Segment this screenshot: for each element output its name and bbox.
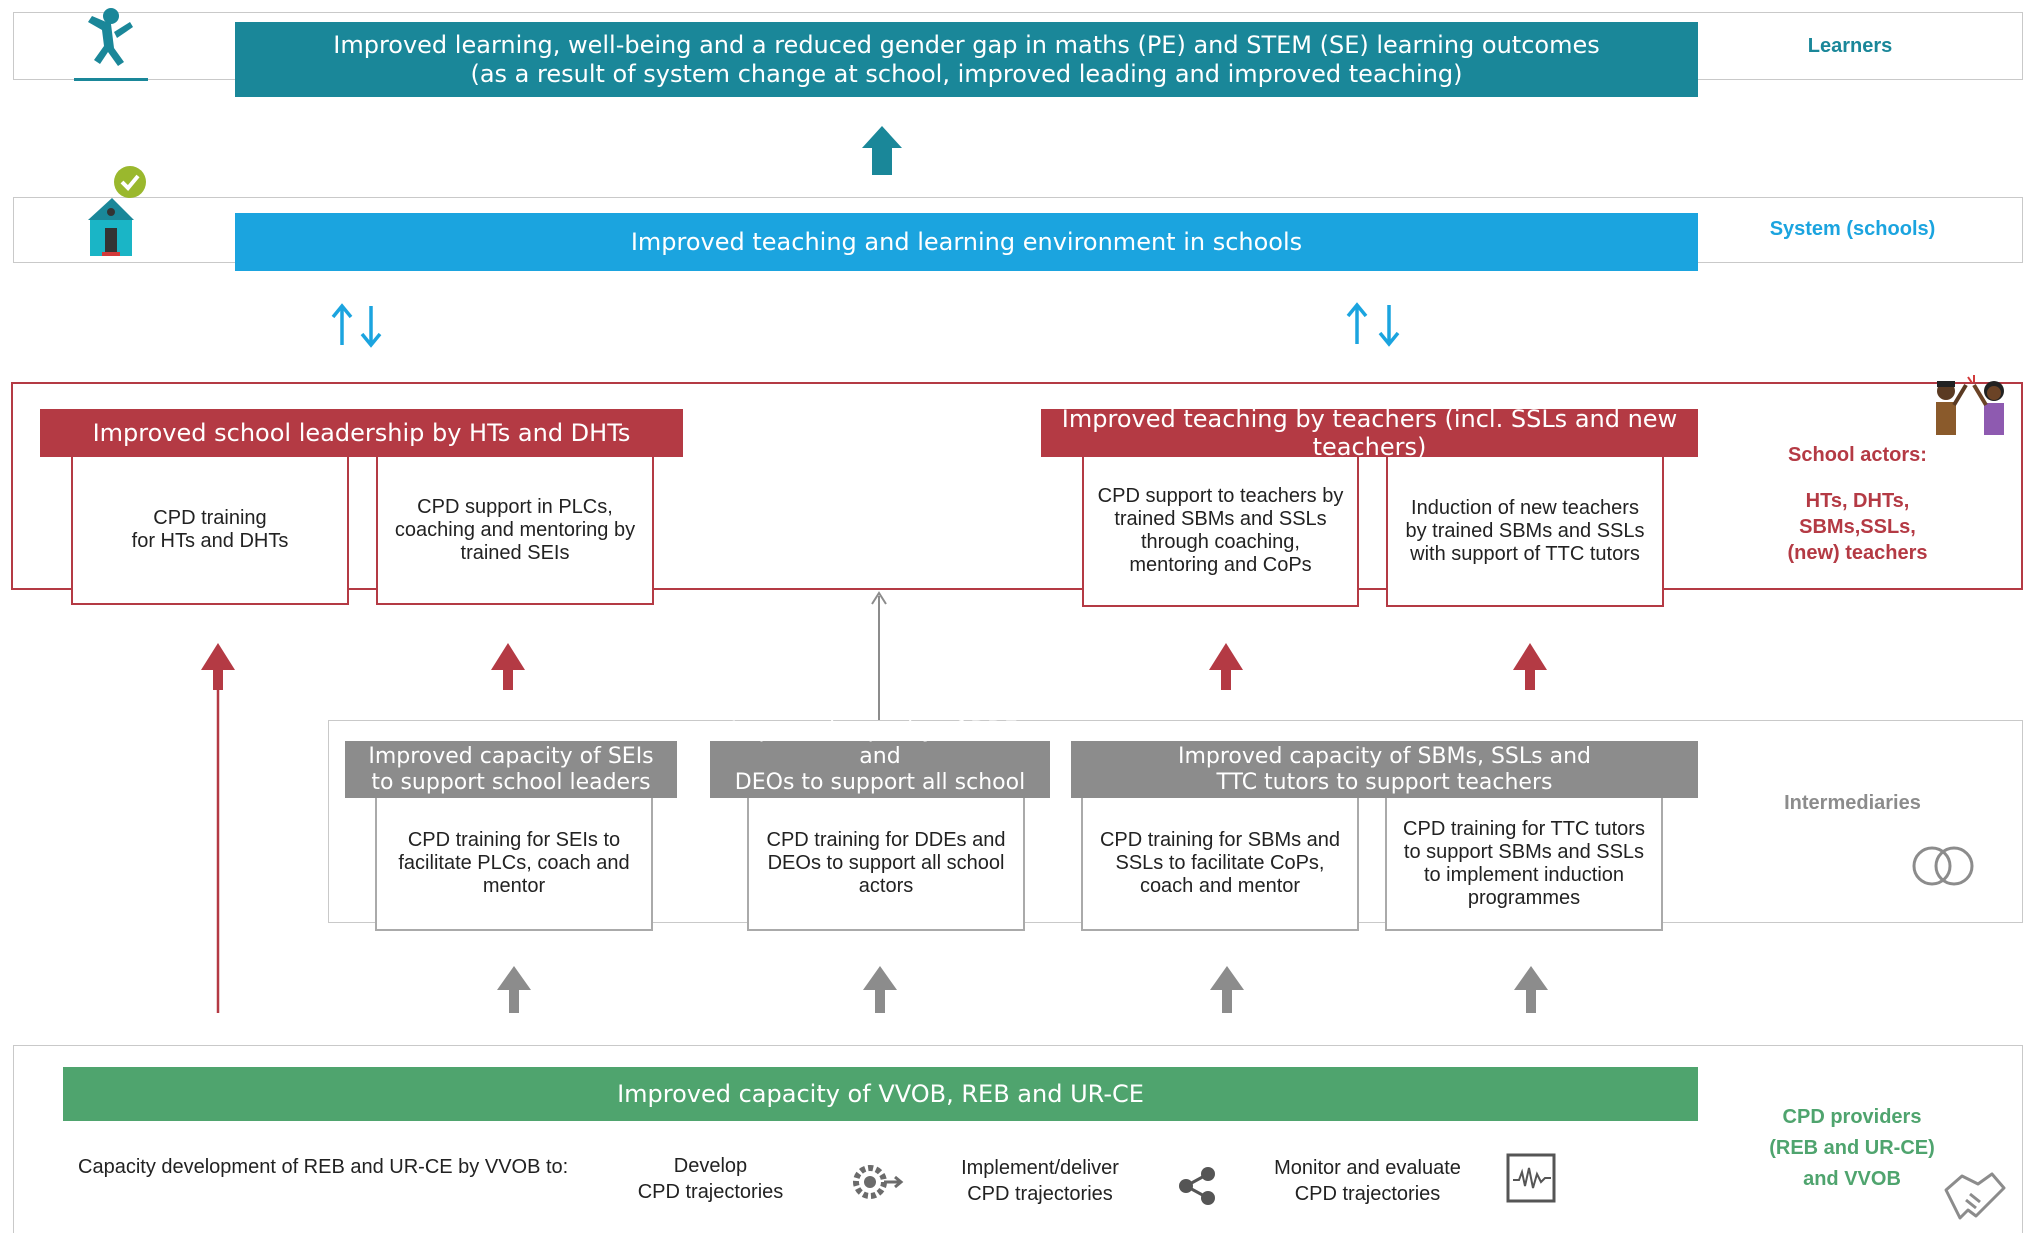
school-actors-heading: School actors: <box>1788 444 1927 466</box>
learners-side-label: Learners <box>1807 35 1893 57</box>
intermediaries-side-label: Intermediaries <box>1784 792 1921 814</box>
jumping-child-icon <box>72 4 150 84</box>
share-icon <box>1176 1164 1220 1208</box>
providers-side-line-3: and VVOB <box>1803 1168 1901 1190</box>
learners-title-box: Improved learning, well-being and a redu… <box>235 22 1698 97</box>
red-up-arrow-4 <box>1513 643 1547 690</box>
system-title-box: Improved teaching and learning environme… <box>235 213 1698 271</box>
school-actor-box-1: CPD training for HTs and DHTs <box>71 457 349 605</box>
intermediaries-box-3: CPD training for SBMs and SSLs to facili… <box>1081 798 1359 931</box>
school-actors-detail-1: HTs, DHTs, <box>1805 490 1910 512</box>
school-actors-detail-2: SBMs,SSLs, <box>1799 516 1916 538</box>
providers-side-label: CPD providers (REB and UR-CE) and VVOB <box>1752 1102 1952 1195</box>
school-actor-box-3-text: CPD support to teachers by trained SBMs … <box>1097 485 1344 576</box>
school-actor-box-3: CPD support to teachers by trained SBMs … <box>1082 457 1359 607</box>
school-actors-side-label: School actors: HTs, DHTs, SBMs,SSLs, (ne… <box>1760 442 1955 566</box>
teachers-high-five-icon <box>1928 375 2014 437</box>
school-actor-box-1-text: CPD training for HTs and DHTs <box>131 507 289 552</box>
overlapping-circles-icon <box>1908 844 1980 888</box>
gear-arrow-icon <box>848 1160 906 1204</box>
intermediaries-box-1-text: CPD training for SEIs to facilitate PLCs… <box>398 829 630 897</box>
system-side-label: System (schools) <box>1769 218 1936 240</box>
intermediaries-header-3: Improved capacity of SBMs, SSLs and TTC … <box>1071 741 1698 798</box>
red-up-arrow-2 <box>491 643 525 690</box>
handshake-icon <box>1940 1160 2010 1230</box>
school-actors-detail-3: (new) teachers <box>1787 542 1928 564</box>
intermediaries-box-2: CPD training for DDEs and DEOs to suppor… <box>747 798 1025 931</box>
gray-thin-arrow <box>871 591 887 741</box>
providers-step-1-label: Develop CPD trajectories <box>637 1155 784 1203</box>
gray-up-arrow-4 <box>1514 966 1548 1013</box>
intermediaries-box-2-text: CPD training for DDEs and DEOs to suppor… <box>766 829 1006 897</box>
providers-title-box: Improved capacity of VVOB, REB and UR-CE <box>63 1067 1698 1121</box>
school-actor-box-2-text: CPD support in PLCs, coaching and mentor… <box>394 495 636 564</box>
red-long-arrow <box>201 643 235 1013</box>
gray-up-arrow-3 <box>1210 966 1244 1013</box>
school-actor-box-4: Induction of new teachers by trained SBM… <box>1386 457 1664 607</box>
gray-up-arrow-1 <box>497 966 531 1013</box>
intermediaries-header-1: Improved capacity of SEIs to support sch… <box>345 741 677 798</box>
providers-side-line-2: (REB and UR-CE) <box>1769 1137 1935 1159</box>
monitor-graph-icon <box>1505 1152 1559 1206</box>
blue-updown-arrows-right <box>1346 302 1400 347</box>
school-actor-box-4-text: Induction of new teachers by trained SBM… <box>1405 496 1645 565</box>
intermediaries-box-4: CPD training for TTC tutors to support S… <box>1385 798 1663 931</box>
providers-intro: Capacity development of REB and UR-CE by… <box>78 1156 569 1178</box>
school-actor-box-2: CPD support in PLCs, coaching and mentor… <box>376 457 654 605</box>
red-up-arrow-3 <box>1209 643 1243 690</box>
school-house-icon <box>84 164 152 260</box>
learners-title-line1: Improved learning, well-being and a redu… <box>333 31 1600 60</box>
teaching-title-box: Improved teaching by teachers (incl. SSL… <box>1041 405 1698 461</box>
providers-step-3-label: Monitor and evaluate CPD trajectories <box>1274 1157 1461 1205</box>
blue-updown-arrows-left <box>331 303 382 348</box>
teal-up-arrow <box>862 126 902 175</box>
providers-side-line-1: CPD providers <box>1782 1106 1922 1128</box>
intermediaries-box-4-text: CPD training for TTC tutors to support S… <box>1403 817 1645 909</box>
providers-step-2-label: Implement/deliver CPD trajectories <box>961 1157 1119 1205</box>
gray-up-arrow-2 <box>863 966 897 1013</box>
intermediaries-box-1: CPD training for SEIs to facilitate PLCs… <box>375 798 653 931</box>
leadership-title-box: Improved school leadership by HTs and DH… <box>40 409 683 457</box>
learners-title-line2: (as a result of system change at school,… <box>470 59 1463 88</box>
intermediaries-box-3-text: CPD training for SBMs and SSLs to facili… <box>1099 829 1341 897</box>
intermediaries-header-2: Improved capacity of DDEs and DEOs to su… <box>710 718 1050 820</box>
